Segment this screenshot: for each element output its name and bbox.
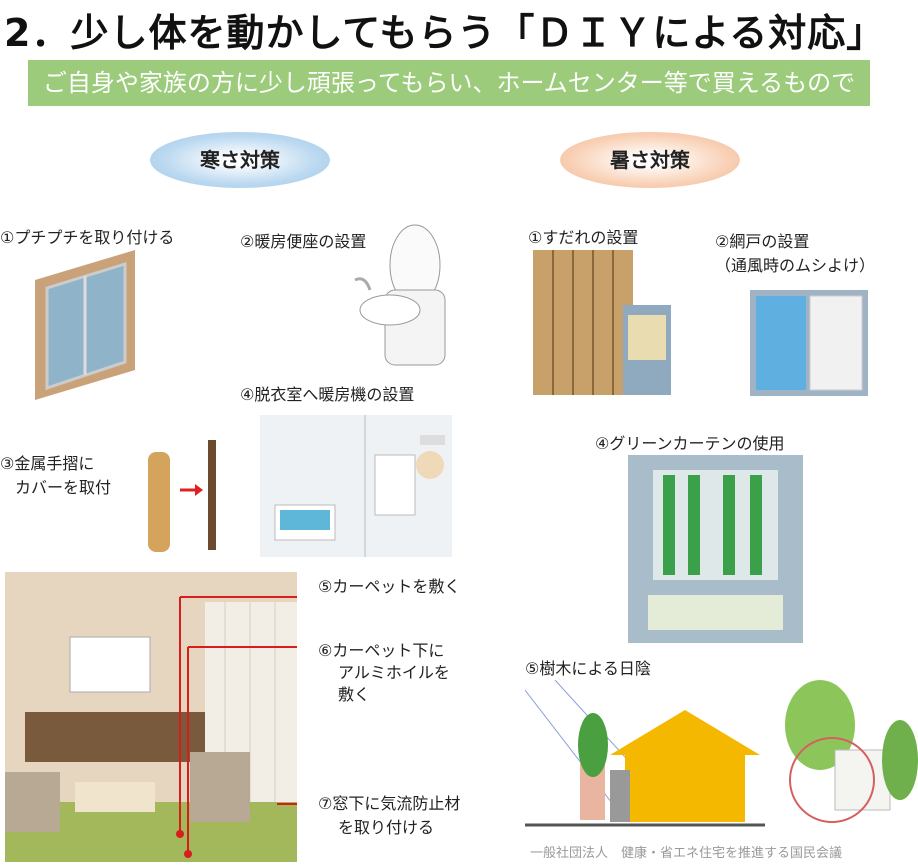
subtitle-banner: ご自身や家族の方に少し頑張ってもらい、ホームセンター等で買えるもので	[28, 60, 870, 106]
screen-door-illustration	[750, 290, 868, 396]
label-line: 敷く	[338, 685, 371, 704]
page-title: 2．少し体を動かしてもらう「ＤＩＹによる対応」	[4, 11, 886, 55]
label-line: ②網戸の設置	[715, 232, 810, 251]
label-line: ⑦窓下に気流防止材	[318, 794, 461, 813]
label-line: ③金属手摺に	[0, 454, 95, 473]
tree-house-photo	[785, 680, 918, 823]
toilet-illustration	[354, 224, 446, 366]
credit-text: 一般社団法人 健康・省エネ住宅を推進する国民会議	[530, 846, 843, 861]
cold-measures-heading: 寒さ対策	[150, 132, 330, 188]
sudare-illustration	[533, 250, 671, 395]
tree-shade-house-illustration	[525, 680, 765, 827]
label-green-curtain: ④グリーンカーテンの使用	[595, 434, 785, 453]
label-aluminum-foil: ⑥カーペット下にアルミホイルを敷く	[318, 640, 450, 706]
label-line: アルミホイルを	[338, 663, 450, 682]
label-bubble-wrap: ①プチプチを取り付ける	[0, 228, 175, 247]
label-heated-toilet-seat: ②暖房便座の設置	[240, 232, 367, 251]
green-curtain-illustration	[628, 455, 803, 643]
label-dressing-room-heater: ④脱衣室へ暖房機の設置	[240, 385, 415, 404]
label-line: カバーを取付	[15, 478, 112, 497]
label-line: を取り付ける	[338, 818, 435, 837]
handrail-illustration	[148, 440, 216, 552]
label-line: ⑥カーペット下に	[318, 641, 445, 660]
label-line: （通風時のムシよけ）	[715, 256, 876, 275]
window-illustration	[35, 250, 135, 400]
living-room-illustration	[5, 572, 297, 862]
label-sudare: ①すだれの設置	[528, 228, 639, 247]
dressing-room-illustration	[260, 415, 452, 557]
label-draft-stopper: ⑦窓下に気流防止材を取り付ける	[318, 792, 460, 840]
label-carpet: ⑤カーペットを敷く	[318, 577, 461, 596]
label-handrail-cover: ③金属手摺にカバーを取付	[0, 452, 111, 500]
label-screen-door: ②網戸の設置 （通風時のムシよけ）	[715, 230, 875, 278]
heat-measures-heading: 暑さ対策	[560, 132, 740, 188]
label-tree-shade: ⑤樹木による日陰	[525, 659, 651, 678]
